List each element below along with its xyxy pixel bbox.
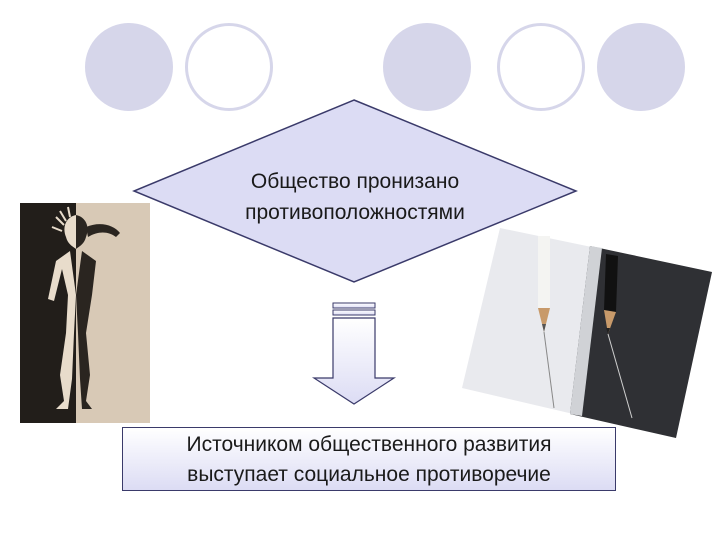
decorative-circle-3	[383, 23, 471, 111]
conclusion-box: Источником общественного развития выступ…	[122, 427, 616, 491]
down-arrow-icon	[311, 302, 397, 405]
pencils-image	[462, 228, 712, 438]
decorative-circle-1	[85, 23, 173, 111]
diamond-text-line-1: Общество пронизано	[250, 170, 460, 193]
diamond-shape	[132, 99, 578, 283]
conclusion-line-2: выступает социальное противоречие	[187, 463, 551, 486]
diamond-text-line-2: противоположностями	[245, 201, 465, 224]
diamond-text: Общество пронизано противоположностями	[190, 166, 520, 228]
decorative-circle-5	[597, 23, 685, 111]
decorative-circle-4	[497, 23, 585, 111]
decorative-circle-2	[185, 23, 273, 111]
silhouette-figure-image	[20, 203, 150, 423]
conclusion-line-1: Источником общественного развития	[186, 433, 552, 456]
